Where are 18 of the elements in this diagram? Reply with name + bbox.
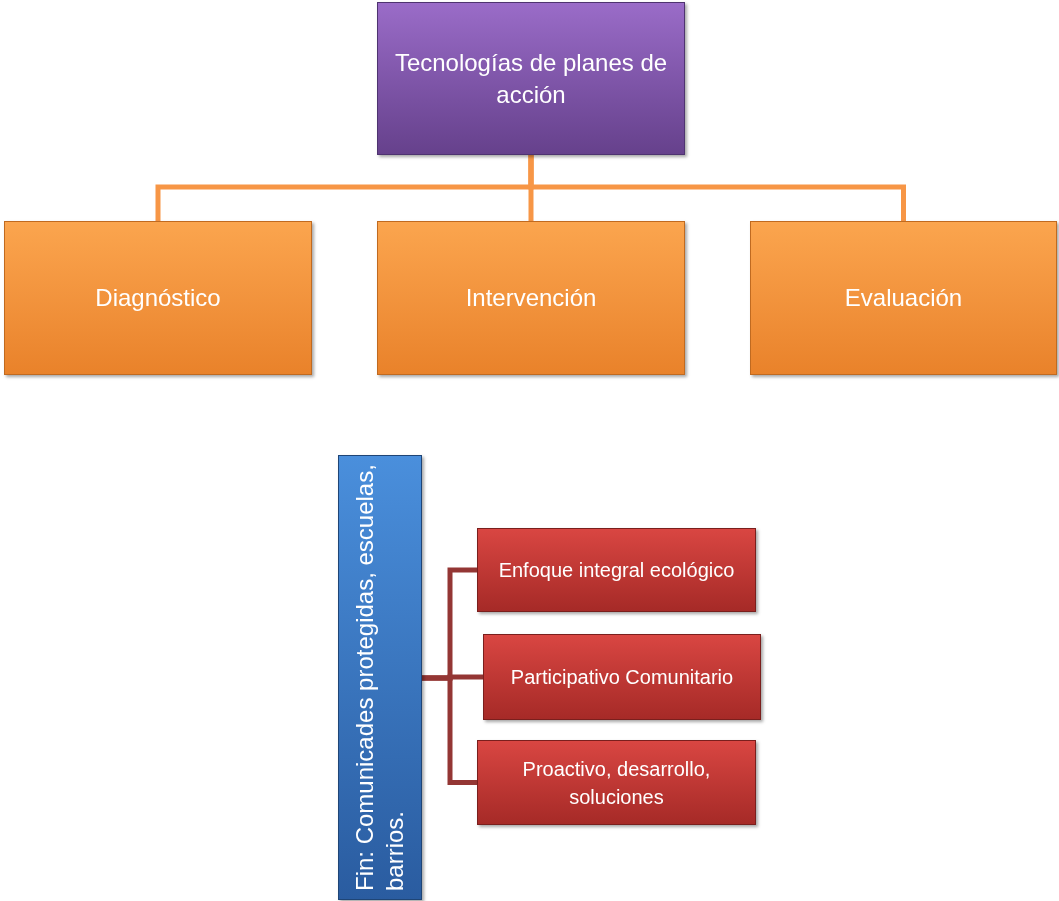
process-box xyxy=(377,2,685,155)
node-label: Participativo Comunitario xyxy=(510,665,734,690)
connector-line xyxy=(422,675,477,785)
node-label: Enfoque integral ecológico xyxy=(498,558,735,583)
process-box xyxy=(477,528,756,612)
node-label: Proactivo, desarrollo, soluciones xyxy=(521,756,712,810)
process-box xyxy=(477,740,756,825)
node-label: Intervención xyxy=(465,283,597,313)
process-box xyxy=(483,634,761,720)
node-label: Diagnóstico xyxy=(95,283,221,313)
process-box xyxy=(750,221,1057,375)
node-label: Evaluación xyxy=(844,283,963,313)
node-label: Fin: Comunicades protegidas, escuelas, barrios. xyxy=(350,464,409,891)
process-box xyxy=(4,221,312,375)
node-label: Tecnologías de planes de acción xyxy=(393,48,669,110)
vertical-box xyxy=(338,455,422,900)
process-box xyxy=(377,221,685,375)
connector-line xyxy=(528,155,906,221)
